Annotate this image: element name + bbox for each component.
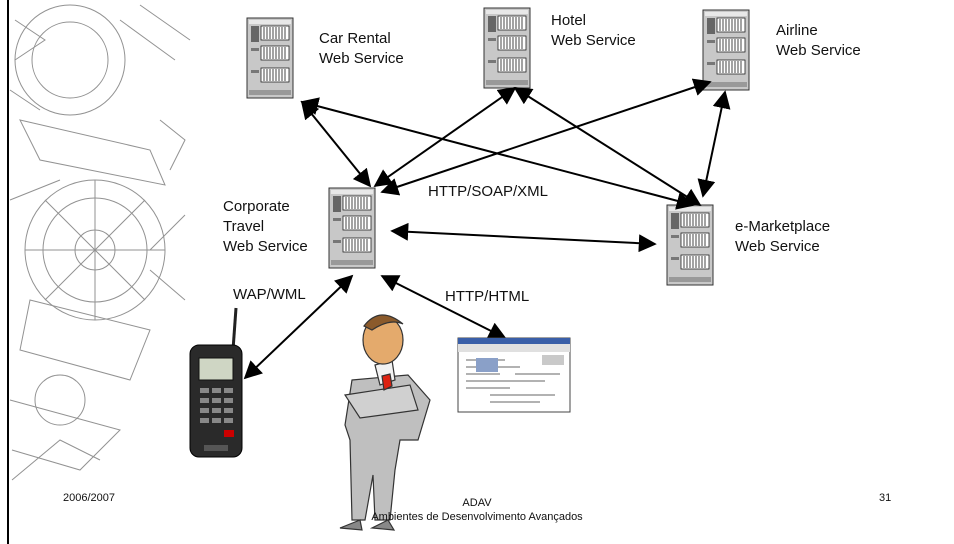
airline-server-icon	[702, 9, 750, 91]
person-figure	[339, 314, 431, 531]
corporate-label: Corporate Travel Web Service	[223, 198, 308, 255]
decorative-gears-sketch	[9, 4, 191, 481]
marketplace-server-icon	[666, 204, 714, 286]
footer-course: ADAV	[462, 497, 492, 509]
marketplace-label: e-Marketplace Web Service	[735, 218, 831, 255]
browser-window-icon	[457, 337, 571, 413]
car-rental-server-icon	[246, 17, 294, 99]
footer-year: 2006/2007	[63, 492, 115, 504]
airline-label: Airline Web Service	[776, 22, 861, 59]
hotel-server-icon	[483, 7, 531, 89]
car-rental-label: Car Rental Web Service	[319, 30, 404, 67]
hotel-label: Hotel Web Service	[551, 12, 636, 49]
arrow-corporate-browser	[380, 275, 507, 339]
left-border-line	[7, 0, 9, 544]
wap-protocol-label: WAP/WML	[233, 286, 306, 303]
arrow-hotel-marketplace	[513, 87, 702, 206]
html-protocol-label: HTTP/HTML	[445, 288, 530, 305]
arrow-airline-marketplace	[697, 90, 731, 198]
footer-page-number: 31	[879, 492, 892, 504]
connection-arrows	[243, 78, 731, 380]
footer-course-full: Ambientes de Desenvolvimento Avançados	[371, 511, 583, 523]
arrow-corporate-marketplace	[390, 222, 657, 253]
arrow-corporate-phone	[243, 274, 354, 380]
soap-protocol-label: HTTP/SOAP/XML	[428, 183, 549, 200]
corporate-server-icon	[328, 187, 376, 269]
arrow-car-corporate	[300, 100, 372, 188]
mobile-phone-icon	[189, 307, 243, 458]
